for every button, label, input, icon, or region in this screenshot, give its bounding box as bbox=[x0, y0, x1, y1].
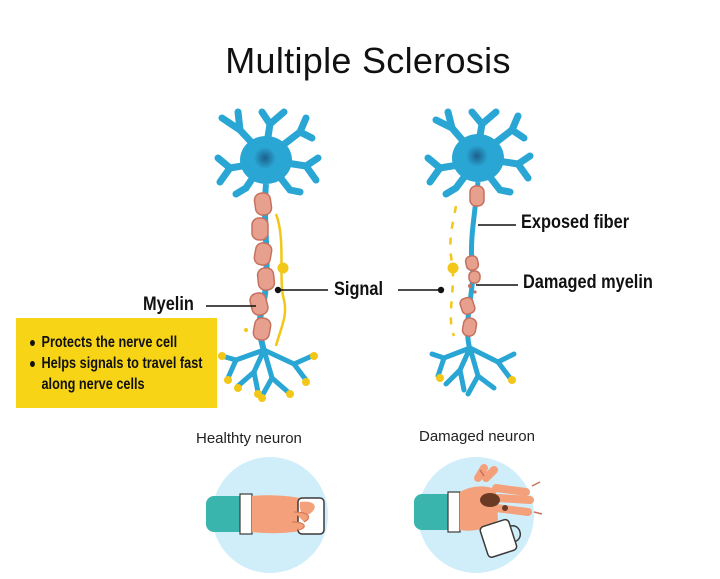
myelin-benefits-box: Protects the nerve cell Helps signals to… bbox=[16, 318, 217, 408]
healthy-neuron-caption: Healthty neuron bbox=[196, 430, 302, 447]
signal-label: Signal bbox=[334, 279, 384, 300]
benefit-item: Helps signals to travel fast along nerve… bbox=[30, 353, 219, 395]
hand-holding-mug-icon bbox=[206, 493, 325, 535]
damaged-myelin-label: Damaged myelin bbox=[523, 272, 653, 293]
page-title: Multiple Sclerosis bbox=[225, 40, 511, 81]
myelin-benefits-list: Protects the nerve cell Helps signals to… bbox=[30, 332, 219, 395]
exposed-fiber-label: Exposed fiber bbox=[521, 212, 630, 233]
damaged-neuron-caption: Damaged neuron bbox=[419, 428, 535, 445]
benefit-item: Protects the nerve cell bbox=[30, 332, 219, 353]
healthy-neuron bbox=[206, 108, 328, 402]
damaged-neuron bbox=[398, 108, 534, 397]
hand-dropping-mug-icon bbox=[414, 464, 543, 558]
myelin-label: Myelin bbox=[143, 294, 194, 315]
